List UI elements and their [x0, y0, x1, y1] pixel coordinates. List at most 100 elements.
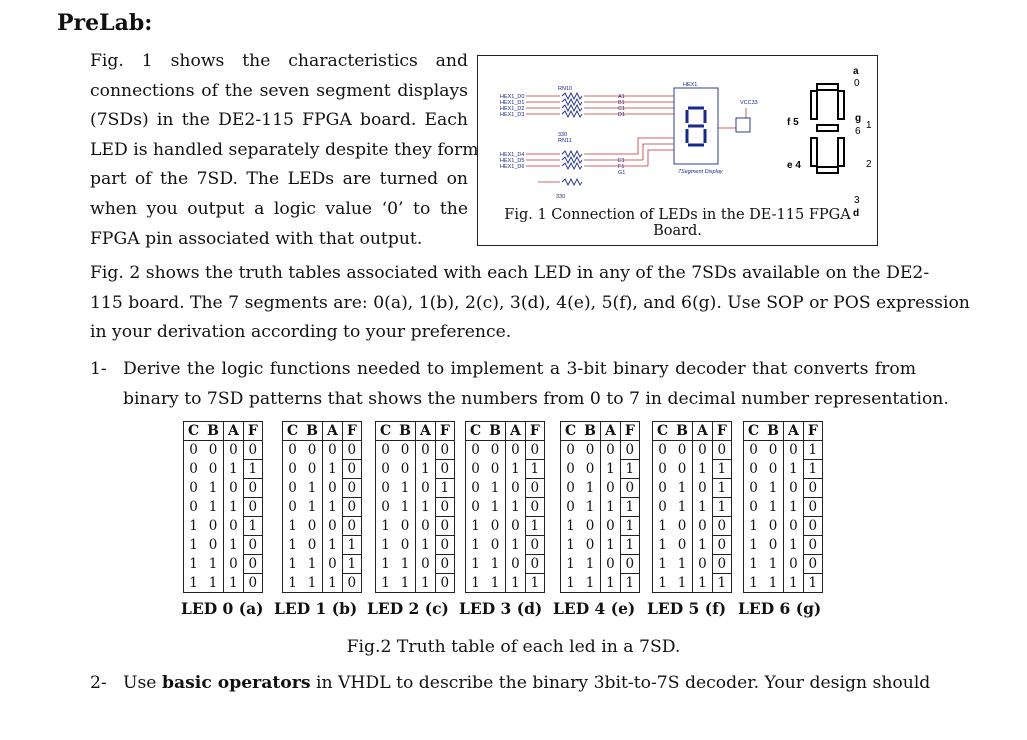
- output-cell: 0: [619, 440, 640, 460]
- table-cell: 1: [471, 518, 480, 534]
- table-cell: 1: [490, 499, 500, 515]
- output-cell: 1: [802, 573, 823, 593]
- table-cell: 0: [288, 461, 297, 477]
- output-cell: 1: [524, 459, 545, 479]
- table-cell: 0: [566, 480, 575, 496]
- list-item-text: in VHDL to describe the binary 3bit-to-7…: [310, 673, 931, 693]
- table-cell: 0: [600, 516, 621, 536]
- output-cell: 0: [434, 573, 455, 593]
- table-header: F: [524, 421, 545, 441]
- table-cell: 0: [585, 461, 595, 477]
- table-cell: 1: [223, 497, 244, 517]
- input-label: HEX1_D0: [500, 94, 524, 100]
- output-cell: 0: [242, 573, 263, 593]
- table-cell: 0: [749, 499, 758, 515]
- table-cell: 0: [322, 478, 343, 498]
- table-cell: 1: [415, 535, 436, 555]
- table-cell: 0: [692, 440, 713, 460]
- output-cell: 1: [619, 516, 640, 536]
- table-cell: 0: [400, 442, 410, 459]
- table-cell: 0: [658, 442, 667, 459]
- hex-label: HEX1: [683, 82, 697, 88]
- table-cell: 1: [677, 480, 687, 496]
- table-cell: 0: [768, 537, 778, 553]
- table-cell: 0: [322, 516, 343, 536]
- table-cell: 1: [415, 459, 436, 479]
- table-cell: 1: [783, 573, 804, 593]
- list-item-bold-text: basic operators: [161, 673, 311, 693]
- segment-number: 0: [854, 78, 860, 89]
- table-cell: 1: [692, 573, 713, 593]
- output-cell: 0: [802, 535, 823, 555]
- table-cell: 0: [189, 480, 198, 496]
- table-cell: 1: [768, 574, 778, 591]
- table-cell: 1: [783, 535, 804, 555]
- table-cell: 1: [307, 556, 317, 572]
- input-label: HEX1_D1: [500, 100, 524, 106]
- output-cell: 0: [242, 497, 263, 517]
- table-cell: 1: [415, 497, 436, 517]
- intro-line: Fig. 1 shows the characteristics and: [90, 51, 468, 71]
- table-header: C: [282, 421, 303, 441]
- table-cell: 1: [400, 480, 410, 496]
- vcc-label: VCC33: [740, 100, 758, 106]
- table-cell: 0: [400, 461, 410, 477]
- table-cell: 1: [490, 574, 500, 591]
- table-cell: 1: [677, 556, 687, 572]
- led-label: LED 1 (b): [274, 599, 358, 618]
- output-cell: 0: [802, 554, 823, 574]
- table-cell: 0: [415, 440, 436, 460]
- schematic-wires: [526, 95, 747, 183]
- output-cell: 1: [802, 440, 823, 460]
- table-header: B: [580, 421, 601, 441]
- output-cell: 1: [711, 573, 732, 593]
- table-cell: 0: [208, 461, 218, 477]
- output-cell: 0: [711, 554, 732, 574]
- output-cell: 0: [341, 440, 362, 460]
- table-cell: 0: [783, 554, 804, 574]
- table-cell: 1: [783, 497, 804, 517]
- segment-number: 3: [854, 195, 860, 206]
- seven-segment-schematic: HEX1_D0 HEX1_D1 HEX1_D2 HEX1_D3 HEX1_D4 …: [500, 66, 872, 219]
- segment-letter: f 5: [787, 117, 799, 128]
- intro-line: connections of the seven segment display…: [90, 80, 468, 101]
- output-cell: 1: [341, 535, 362, 555]
- table-cell: 1: [208, 480, 218, 496]
- output-cell: 1: [711, 497, 732, 517]
- table-cell: 0: [381, 480, 390, 496]
- table-header: C: [652, 421, 673, 441]
- output-cell: 0: [242, 478, 263, 498]
- table-cell: 0: [208, 518, 218, 534]
- list-number: 1-: [90, 359, 107, 379]
- table-cell: 0: [471, 499, 480, 515]
- table-cell: 1: [566, 574, 575, 591]
- table-cell: 1: [381, 556, 390, 572]
- paragraph-line: in your derivation according to your pre…: [90, 322, 512, 343]
- table-cell: 0: [658, 461, 667, 477]
- page-heading: PreLab:: [57, 10, 153, 36]
- table-cell: 0: [768, 442, 778, 459]
- table-cell: 0: [677, 537, 687, 553]
- table-cell: 0: [471, 461, 480, 477]
- led-label: LED 5 (f): [647, 599, 727, 618]
- table-header: A: [692, 421, 713, 441]
